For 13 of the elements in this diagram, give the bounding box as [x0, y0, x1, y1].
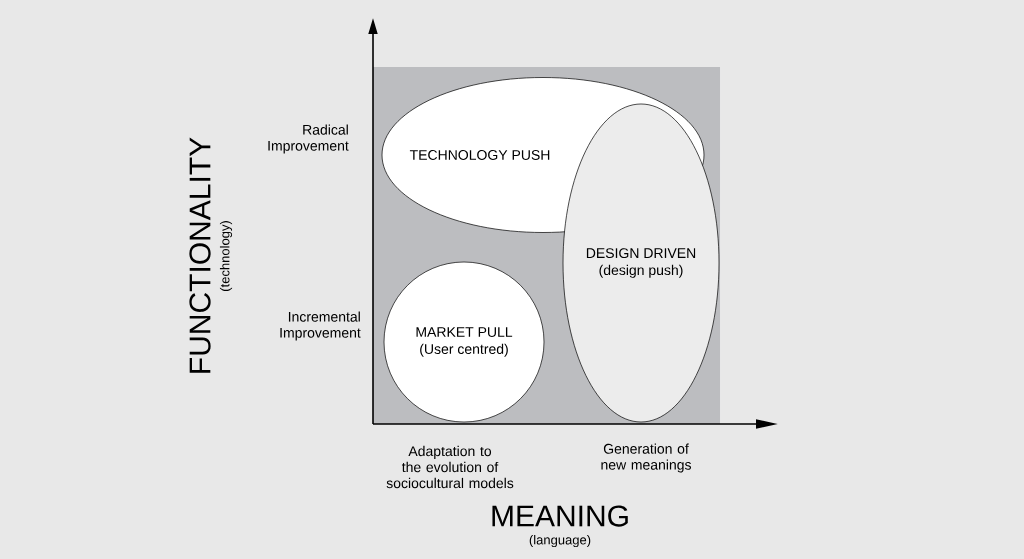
circle: [383, 261, 545, 423]
node-label: DESIGN DRIVEN (design push): [586, 248, 696, 278]
node-label: TECHNOLOGY PUSH: [409, 150, 550, 160]
node-label: MARKET PULL (User centred): [416, 327, 513, 357]
tick-label: Incremental Improvement: [280, 311, 361, 341]
axis-subtitle: (technology): [219, 221, 233, 291]
axis-subtitle: (language): [529, 534, 591, 548]
tick-label: Radical Improvement: [268, 124, 349, 154]
axis-title: MEANING: [492, 505, 628, 527]
ellipse: [562, 103, 720, 423]
tick-label: Generation of new meanings: [601, 443, 691, 473]
tick-label: Adaptation to the evolution of sociocultural models: [386, 445, 514, 489]
axis-title: FUNCTIONALITY: [189, 137, 211, 373]
